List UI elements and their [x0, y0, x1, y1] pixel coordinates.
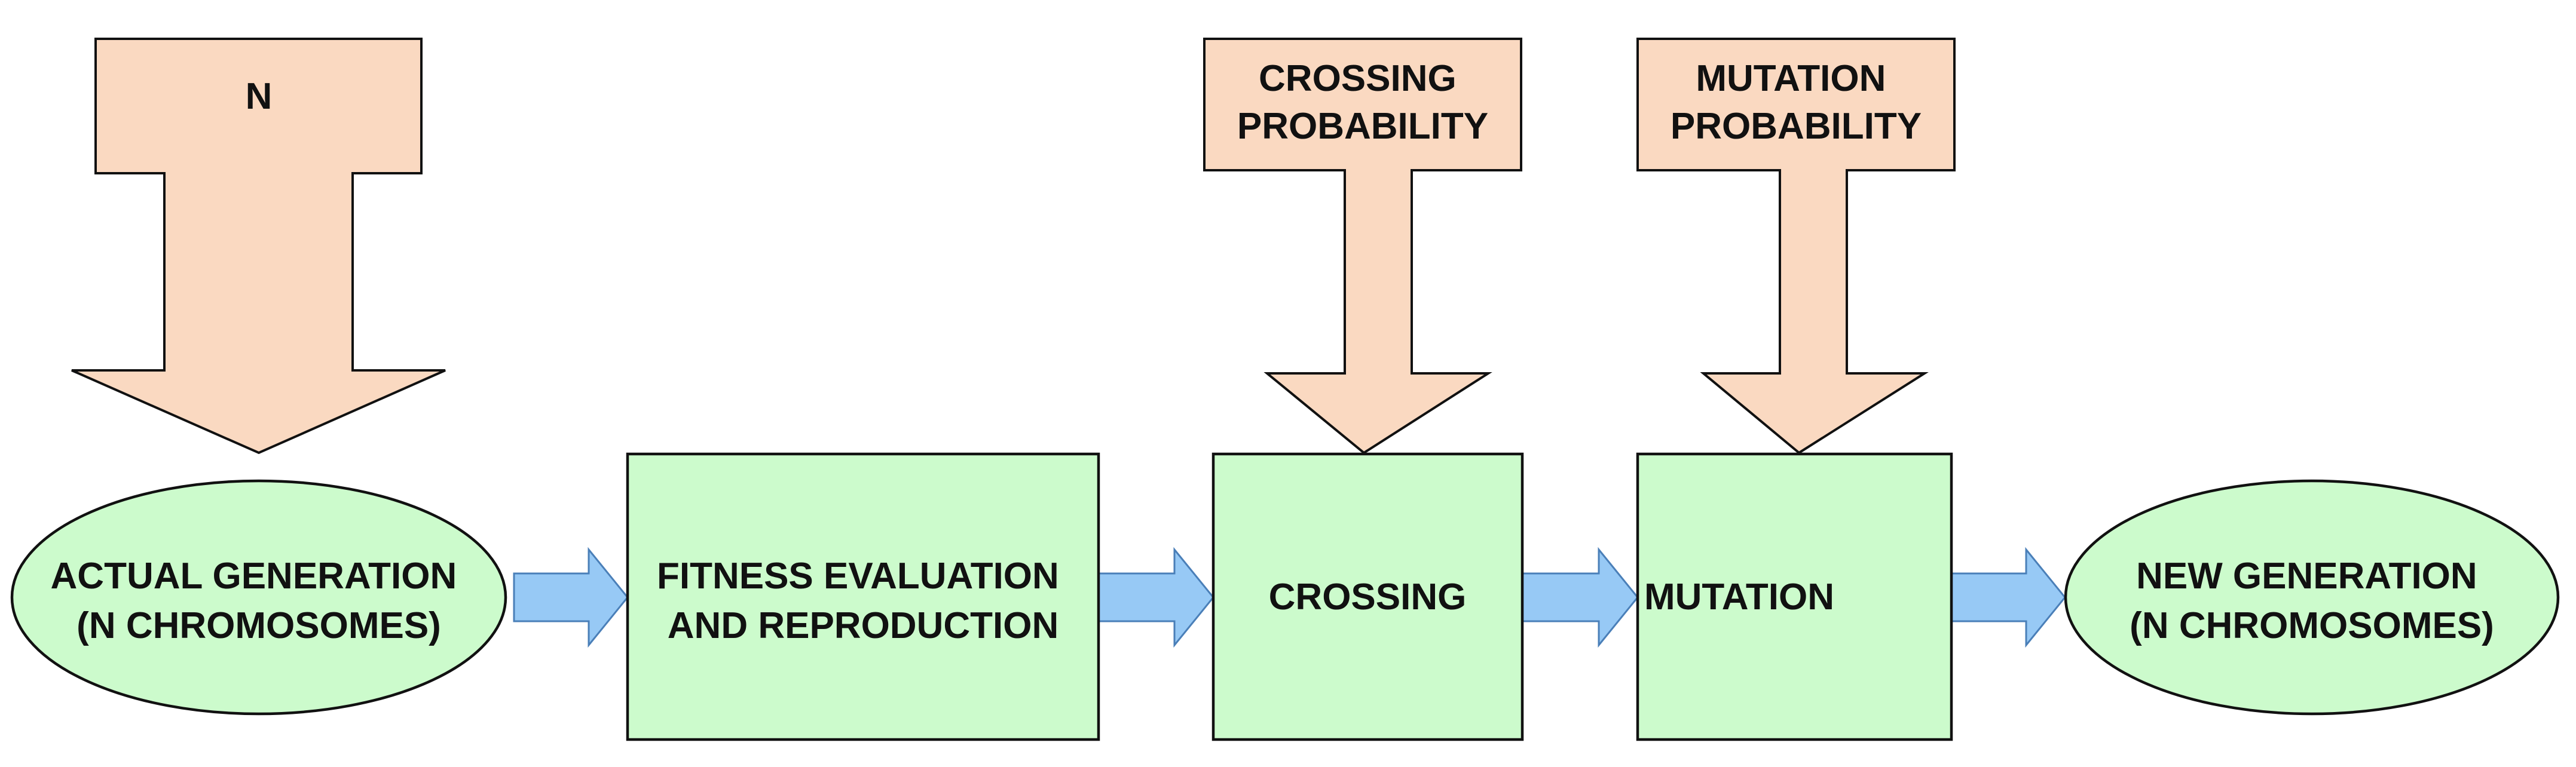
- actual-generation-label-line-1: ACTUAL GENERATION: [51, 556, 457, 597]
- new-generation-ellipse: [2064, 479, 2560, 716]
- node-actual-generation: ACTUAL GENERATION (N CHROMOSOMES): [10, 479, 507, 716]
- input-n-arrow: [71, 38, 446, 455]
- input-n-label: N: [246, 76, 273, 117]
- input-mutation-probability: MUTATION PROBABILITY: [1636, 38, 1956, 455]
- flow-arrow-fitness-to-crossing: [1097, 547, 1214, 648]
- crossing-box: [1211, 452, 1524, 741]
- mutation-box: [1636, 452, 1953, 741]
- new-generation-label-line-2: (N CHROMOSOMES): [2130, 605, 2494, 646]
- input-crossing-probability: CROSSING PROBABILITY: [1203, 38, 1522, 455]
- node-mutation: MUTATION: [1636, 452, 1953, 741]
- actual-generation-label: ACTUAL GENERATION (N CHROMOSOMES): [51, 556, 467, 646]
- mutation-label: MUTATION: [1644, 576, 1834, 618]
- node-new-generation: NEW GENERATION (N CHROMOSOMES): [2064, 479, 2560, 716]
- actual-generation-label-line-2: (N CHROMOSOMES): [77, 605, 441, 646]
- input-n-label-line-1: N: [246, 76, 273, 117]
- new-generation-label: NEW GENERATION (N CHROMOSOMES): [2130, 556, 2494, 646]
- input-crossing-probability-label: CROSSING PROBABILITY: [1237, 58, 1488, 147]
- fitness-evaluation-label-line-1: FITNESS EVALUATION: [657, 556, 1059, 597]
- mutation-label-line-1: MUTATION: [1644, 576, 1834, 618]
- fitness-evaluation-label: FITNESS EVALUATION AND REPRODUCTION: [657, 556, 1069, 646]
- actual-generation-ellipse: [10, 479, 507, 716]
- input-crossing-probability-label-line-2: PROBABILITY: [1237, 106, 1488, 147]
- crossing-label-line-1: CROSSING: [1269, 576, 1467, 618]
- fitness-evaluation-box: [626, 452, 1100, 741]
- input-crossing-probability-arrow: [1203, 38, 1522, 455]
- flow-arrow-mutation-to-new: [1950, 547, 2066, 648]
- input-crossing-probability-label-line-1: CROSSING: [1259, 58, 1457, 99]
- flow-arrow-actual-to-fitness: [513, 547, 629, 648]
- flow-arrow-crossing-to-mutation: [1521, 547, 1639, 648]
- node-fitness-evaluation: FITNESS EVALUATION AND REPRODUCTION: [626, 452, 1100, 741]
- crossing-label: CROSSING: [1269, 576, 1467, 618]
- input-mutation-probability-label: MUTATION PROBABILITY: [1671, 58, 1922, 147]
- input-mutation-probability-label-line-2: PROBABILITY: [1671, 106, 1922, 147]
- fitness-evaluation-label-line-2: AND REPRODUCTION: [668, 605, 1058, 646]
- new-generation-label-line-1: NEW GENERATION: [2136, 556, 2477, 597]
- input-mutation-probability-arrow: [1636, 38, 1956, 455]
- input-n: N: [71, 38, 446, 455]
- input-mutation-probability-label-line-1: MUTATION: [1696, 58, 1886, 99]
- node-crossing: CROSSING: [1211, 452, 1524, 741]
